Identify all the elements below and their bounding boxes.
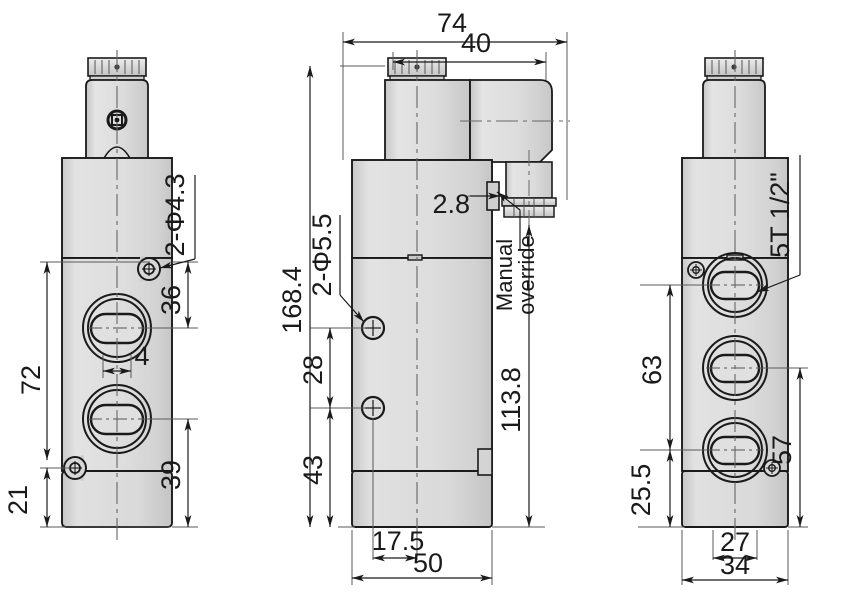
mid-dim-43-label: 43 — [298, 455, 328, 485]
mid-dim-113: 113.8 — [492, 225, 545, 528]
right-solenoid-coil — [702, 79, 766, 161]
mid-solenoid-coil — [384, 79, 471, 161]
manual-override-line2: override — [514, 235, 539, 314]
left-dim-72-label: 72 — [16, 365, 46, 395]
right-dim-34: 34 — [682, 550, 788, 584]
mid-valve-body-upper — [351, 159, 493, 259]
mid-dim-2_8: 2.8 — [432, 189, 500, 219]
mid-dim-2_8-label: 2.8 — [432, 189, 470, 219]
mid-dim-17_5-label: 17.5 — [372, 526, 425, 556]
right-mounting-hole-right — [763, 459, 781, 477]
left-dim-36: 36 — [156, 262, 192, 328]
right-view-group: 63 25.5 57 27 34 5T 1/2" — [626, 50, 808, 585]
mid-dim-43: 43 — [298, 408, 334, 527]
mid-dim-17_5: 17.5 — [372, 418, 425, 562]
right-dim-57: 57 — [767, 368, 804, 527]
mid-dim-40-label: 40 — [461, 28, 491, 58]
left-dim-4: 4 — [103, 341, 150, 375]
mid-dim-74: 74 — [343, 8, 567, 46]
left-dim-4-label: 4 — [134, 341, 149, 371]
mid-dim-168-label: 168.4 — [277, 266, 307, 334]
right-extension-lines — [638, 284, 808, 585]
mid-note-hole: 2-Φ5.5 — [307, 213, 365, 323]
right-mounting-hole-left — [687, 261, 705, 279]
right-dim-27: 27 — [713, 527, 757, 562]
thread-note: 5T 1/2" — [756, 155, 801, 293]
right-solenoid-cap — [704, 57, 764, 81]
mid-dim-40: 40 — [393, 28, 546, 66]
middle-view-group: 74 40 168.4 28 43 2.8 — [277, 8, 570, 585]
mid-dim-28-label: 28 — [298, 355, 328, 385]
left-dim-39-label: 39 — [156, 460, 186, 490]
mid-dim-28: 28 — [298, 328, 334, 408]
right-dim-34-label: 34 — [720, 550, 750, 580]
mid-dim-50-label: 50 — [413, 548, 443, 578]
mid-mounting-hole-lower — [360, 395, 386, 421]
left-mounting-hole-top — [137, 256, 161, 282]
left-note-hole-label: 2-Φ4.3 — [160, 173, 190, 256]
mid-dim-74-label: 74 — [437, 8, 467, 38]
left-dim-21: 21 — [3, 468, 51, 527]
mid-dim-168: 168.4 — [277, 66, 314, 527]
left-view-group: 72 21 36 39 4 2-Φ4.3 — [3, 50, 198, 545]
right-dim-57-label: 57 — [767, 435, 797, 465]
manual-override-line1: Manual — [492, 239, 517, 311]
right-dim-27-label: 27 — [720, 527, 750, 557]
left-solenoid-coil — [85, 79, 149, 161]
mid-side-lug — [477, 448, 493, 476]
mid-note-hole-label: 2-Φ5.5 — [307, 213, 337, 296]
right-dim-25_5-label: 25.5 — [626, 464, 656, 517]
left-dim-39: 39 — [156, 419, 192, 527]
left-dim-36-label: 36 — [156, 285, 186, 315]
mid-valve-base — [351, 470, 493, 528]
mid-valve-body-lower — [351, 257, 493, 472]
left-note-hole: 2-Φ4.3 — [159, 173, 196, 269]
right-dim-63: 63 — [637, 285, 674, 450]
mid-dim-50: 50 — [352, 548, 492, 582]
right-dim-25_5: 25.5 — [626, 450, 674, 527]
mid-dim-113-label: 113.8 — [496, 367, 526, 433]
right-dim-63-label: 63 — [637, 355, 667, 385]
left-dim-72: 72 — [16, 262, 51, 460]
thread-note-label: 5T 1/2" — [765, 172, 795, 258]
mid-body-notch — [407, 254, 423, 261]
left-dim-21-label: 21 — [3, 485, 33, 515]
mid-mounting-hole-upper — [360, 315, 386, 341]
